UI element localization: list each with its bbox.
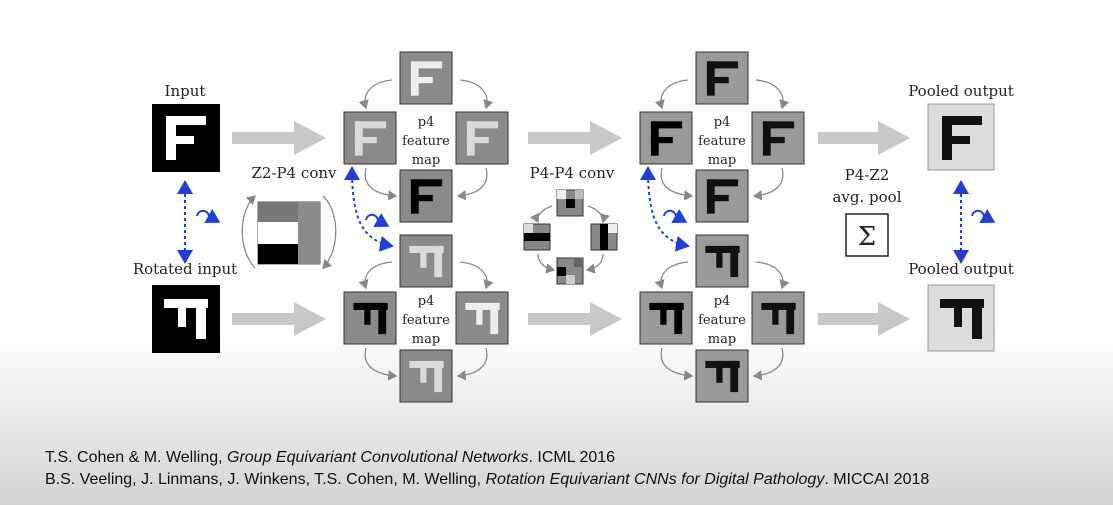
forward-arrow-2-bottom bbox=[528, 302, 622, 336]
rotation-icon bbox=[365, 212, 390, 228]
sigma-box bbox=[845, 213, 889, 257]
svg-text:feature: feature bbox=[698, 134, 746, 149]
rotation-link-fmap-right bbox=[640, 166, 690, 252]
svg-text:map: map bbox=[708, 332, 736, 347]
p4-feature-map-top-right: p4 feature map bbox=[639, 51, 805, 223]
p4-feature-map-bottom-left: p4 feature map bbox=[343, 234, 509, 403]
reference-1: T.S. Cohen & M. Welling, Group Equivaria… bbox=[45, 449, 616, 466]
z2p4-cycle-arc-left bbox=[241, 195, 256, 269]
references: T.S. Cohen & M. Welling, Group Equivaria… bbox=[45, 447, 1105, 491]
rotation-icon bbox=[971, 208, 996, 224]
forward-arrow-3-bottom bbox=[818, 302, 910, 336]
forward-arrow-3-top bbox=[818, 121, 910, 155]
z2p4-conv-label: Z2-P4 conv bbox=[251, 164, 337, 182]
svg-text:feature: feature bbox=[698, 313, 746, 328]
svg-text:p4: p4 bbox=[418, 294, 435, 309]
rotation-icon bbox=[663, 208, 688, 224]
p4p4-filters bbox=[523, 189, 618, 285]
svg-text:feature: feature bbox=[402, 313, 450, 328]
p4z2-label-line2: avg. pool bbox=[832, 188, 901, 206]
input-label: Input bbox=[165, 82, 206, 100]
pooled-output-top-label: Pooled output bbox=[908, 82, 1014, 100]
pooled-output-top-image bbox=[927, 103, 995, 171]
rotated-input-label: Rotated input bbox=[133, 260, 237, 278]
fmap-label-line1: p4 bbox=[418, 115, 435, 130]
p4-feature-map-top-left: p4 feature map bbox=[343, 51, 509, 223]
pooled-output-bottom-label: Pooled output bbox=[908, 260, 1014, 278]
forward-arrow-1-bottom bbox=[232, 302, 326, 336]
z2p4-filter bbox=[257, 201, 321, 265]
input-image bbox=[152, 104, 220, 172]
reference-2: B.S. Veeling, J. Linmans, J. Winkens, T.… bbox=[45, 471, 930, 488]
p4p4-conv-label: P4-P4 conv bbox=[530, 164, 615, 182]
rotation-link-fmap-left bbox=[344, 166, 394, 252]
rotation-icon bbox=[196, 208, 221, 224]
rotated-input-image bbox=[152, 285, 220, 353]
svg-text:p4: p4 bbox=[714, 115, 731, 130]
sigma-icon: Σ bbox=[858, 222, 876, 252]
forward-arrow-2-top bbox=[528, 121, 622, 155]
pooled-output-bottom-image bbox=[927, 284, 995, 352]
z2p4-cycle-arc-right bbox=[322, 195, 337, 269]
p4z2-label-line1: P4-Z2 bbox=[845, 166, 890, 184]
svg-text:map: map bbox=[412, 332, 440, 347]
fmap-label-line3: map bbox=[412, 153, 440, 168]
fmap-label-line2: feature bbox=[402, 134, 450, 149]
svg-text:map: map bbox=[708, 153, 736, 168]
svg-text:p4: p4 bbox=[714, 294, 731, 309]
p4-feature-map-bottom-right: p4 feature map bbox=[639, 234, 805, 403]
forward-arrow-1-top bbox=[232, 121, 326, 155]
